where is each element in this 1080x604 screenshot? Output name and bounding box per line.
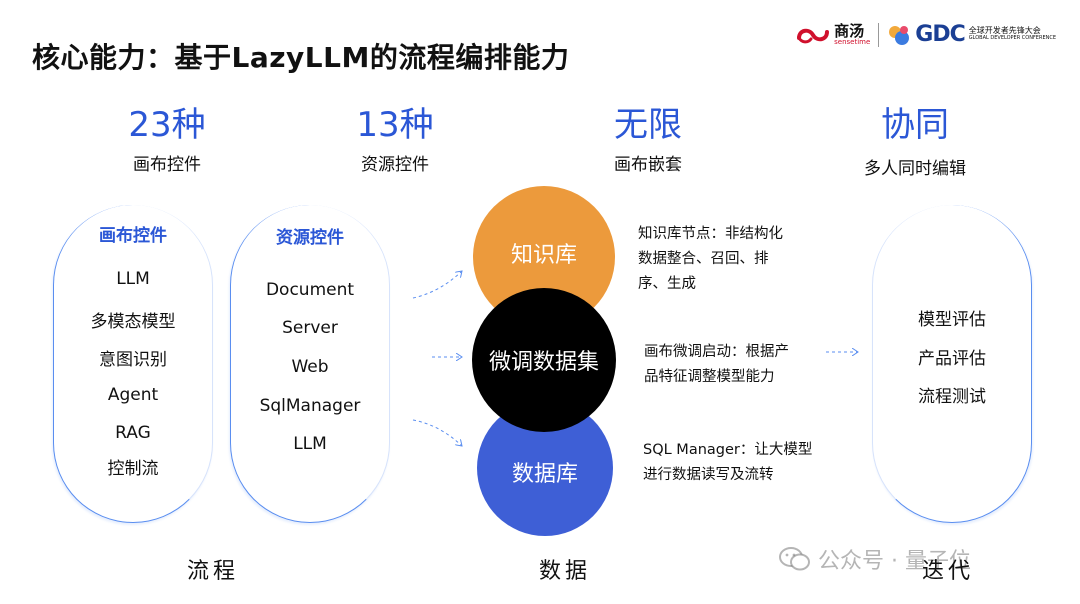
- desc-line: 数据整合、召回、排: [638, 251, 769, 267]
- list-item: LLM: [116, 269, 150, 289]
- watermark: 公众号 · 量子位: [778, 543, 971, 575]
- circle-label: 微调数据集: [488, 350, 599, 375]
- database-description: SQL Manager：让大模型 进行数据读写及流转: [643, 438, 812, 488]
- label-data: 数据: [539, 559, 592, 584]
- desc-line: 序、生成: [638, 276, 696, 292]
- stat-number: 13种: [356, 105, 434, 145]
- stat-caption: 多人同时编辑: [864, 159, 966, 179]
- list-item: 模型评估: [918, 310, 986, 330]
- arrow-to-database: [412, 419, 462, 446]
- sensetime-mark-icon: [797, 28, 830, 43]
- label-iterate: 迭代: [922, 559, 975, 584]
- gdc-word: GDC: [915, 22, 965, 47]
- gdc-logo: GDC 全球开发者先锋大会 GLOBAL DEVELOPER CONFERENC…: [887, 22, 1056, 47]
- stat-caption: 画布嵌套: [614, 155, 682, 175]
- gdc-mark-icon: [889, 25, 910, 45]
- desc-line: 进行数据读写及流转: [643, 467, 774, 483]
- arrow-to-knowledge: [412, 271, 462, 299]
- stat-canvas-controls: 23种 画布控件: [112, 108, 222, 175]
- gdc-en: GLOBAL DEVELOPER CONFERENCE: [968, 35, 1056, 42]
- sensetime-logo: 商汤 sensetime: [796, 21, 871, 46]
- stat-number: 23种: [128, 105, 206, 145]
- knowledge-description: 知识库节点：非结构化 数据整合、召回、排 序、生成: [638, 222, 783, 297]
- circle-label: 知识库: [510, 243, 577, 268]
- stat-resource-controls: 13种 资源控件: [340, 108, 450, 175]
- watermark-text: 公众号 · 量子位: [818, 549, 971, 574]
- stat-number: 无限: [614, 105, 682, 145]
- panel-title: 画布控件: [99, 226, 167, 246]
- list-item: 意图识别: [99, 350, 167, 370]
- stat-number: 协同: [881, 105, 949, 145]
- page-title: 核心能力：基于LazyLLM的流程编排能力: [32, 41, 570, 74]
- canvas-controls-panel: 画布控件 LLM 多模态模型 意图识别 Agent RAG 控制流: [53, 205, 213, 523]
- list-item: Web: [291, 357, 329, 377]
- stat-caption: 资源控件: [361, 155, 429, 175]
- logo-divider: [878, 22, 880, 47]
- list-item: SqlManager: [259, 396, 361, 416]
- wechat-icon: [779, 547, 810, 571]
- list-item: 控制流: [107, 459, 159, 479]
- list-item: RAG: [115, 423, 151, 443]
- stat-caption: 画布控件: [133, 155, 201, 175]
- resource-controls-panel: 资源控件 Document Server Web SqlManager LLM: [230, 205, 390, 523]
- list-item: Agent: [107, 385, 159, 405]
- label-flow: 流程: [187, 559, 240, 584]
- desc-line: 画布微调启动：根据产: [644, 344, 789, 360]
- desc-line: SQL Manager：让大模型: [643, 442, 813, 458]
- stat-canvas-nesting: 无限 画布嵌套: [593, 108, 703, 175]
- list-item: Document: [265, 280, 355, 300]
- desc-line: 知识库节点：非结构化: [638, 226, 783, 242]
- database-circle: 数据库: [477, 400, 613, 536]
- logo-group: 商汤 sensetime GDC 全球开发者先锋大会 GLOBAL DEVELO…: [796, 22, 1056, 47]
- stat-collaboration: 协同 多人同时编辑: [850, 108, 980, 179]
- desc-line: 品特征调整模型能力: [644, 369, 775, 385]
- list-item: Server: [282, 318, 338, 338]
- finetune-description: 画布微调启动：根据产 品特征调整模型能力: [644, 340, 789, 390]
- iteration-panel: 模型评估 产品评估 流程测试: [872, 205, 1032, 523]
- sensetime-en: sensetime: [834, 37, 871, 46]
- panel-title: 资源控件: [276, 228, 344, 248]
- list-item: 多模态模型: [90, 312, 176, 332]
- gdc-cn: 全球开发者先锋大会: [968, 26, 1041, 36]
- list-item: 流程测试: [918, 387, 986, 407]
- sensetime-cn: 商汤: [834, 21, 865, 40]
- list-item: LLM: [293, 434, 327, 454]
- circle-label: 数据库: [511, 462, 578, 487]
- list-item: 产品评估: [918, 349, 986, 369]
- finetune-dataset-circle: 微调数据集: [472, 288, 616, 432]
